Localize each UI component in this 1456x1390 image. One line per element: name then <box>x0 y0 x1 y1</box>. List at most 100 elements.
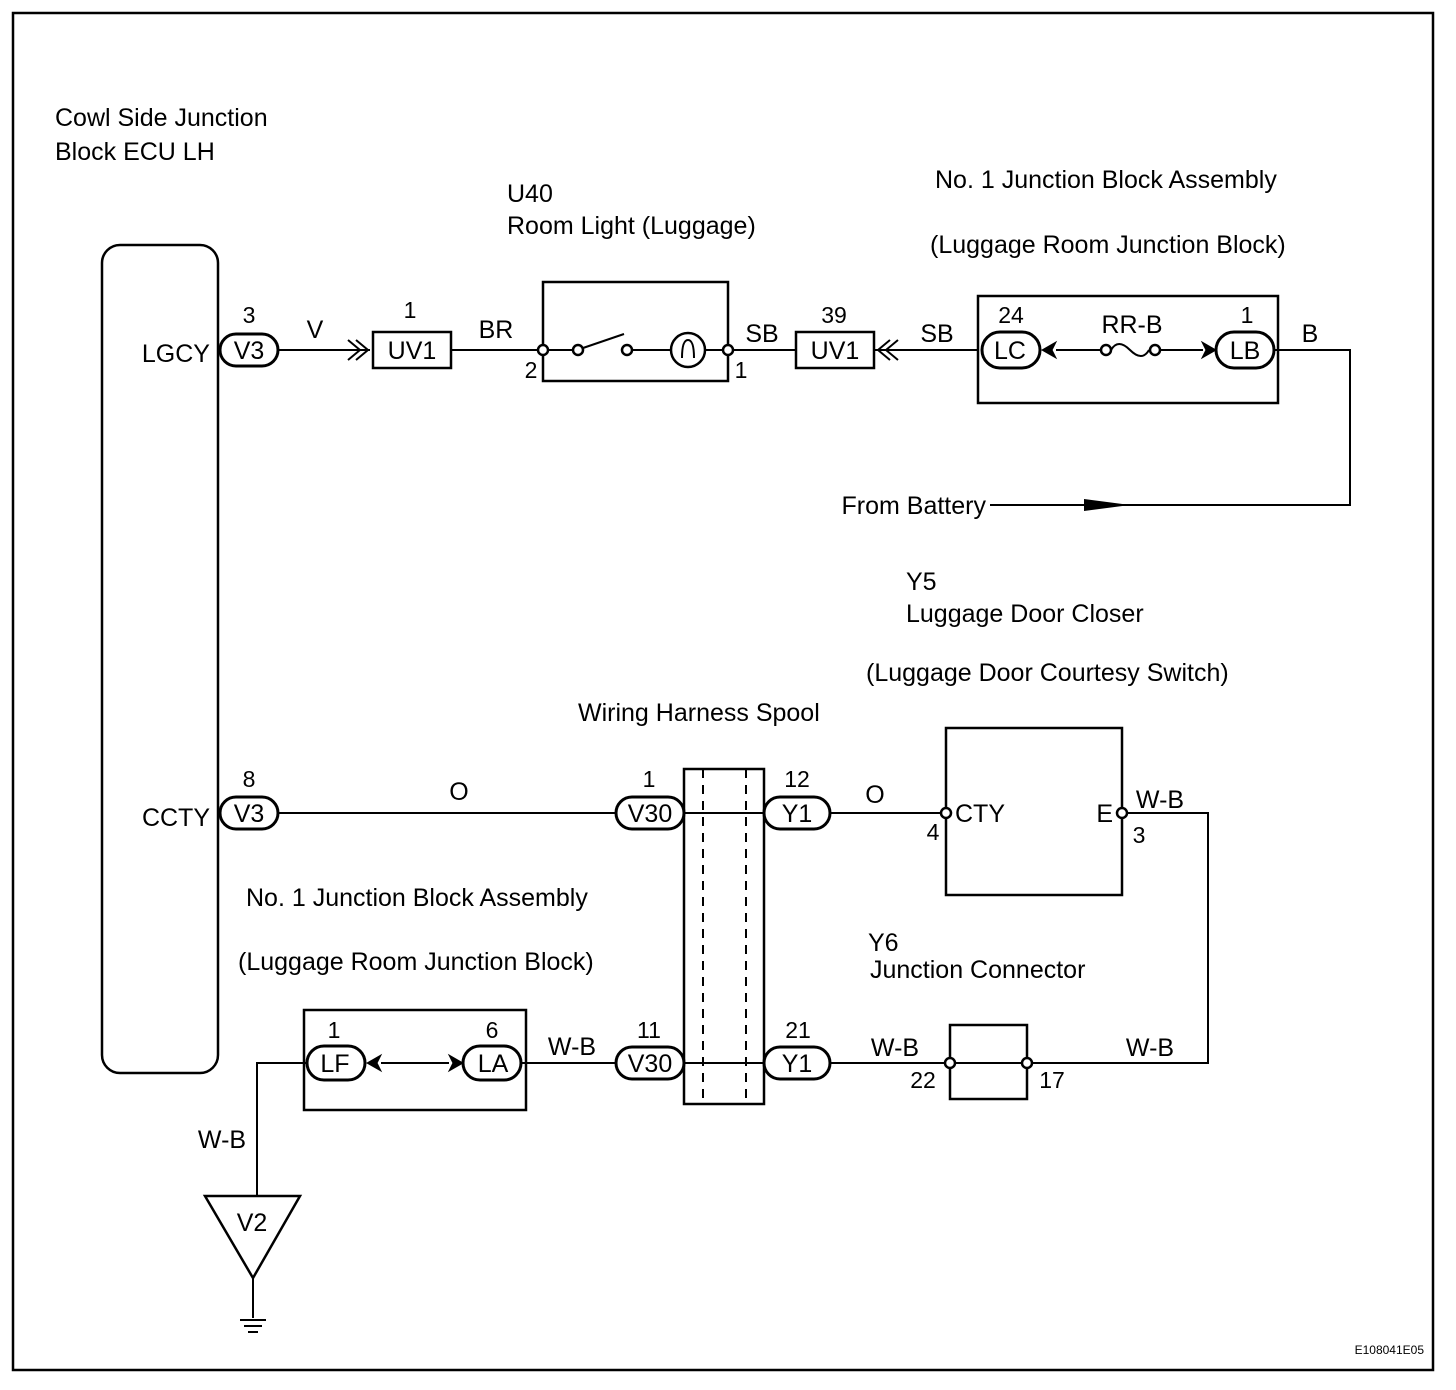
jb-upper-name-line2: (Luggage Room Junction Block) <box>930 231 1286 259</box>
door-closer-pin-cty: 4 <box>927 819 940 845</box>
junction-terminal-17 <box>1020 1056 1034 1070</box>
y1-top-label: Y1 <box>782 800 813 828</box>
ecu-body <box>100 243 220 1075</box>
room-light-terminal-1 <box>721 343 735 357</box>
uv1-right-pin: 39 <box>821 302 847 328</box>
door-closer-code: Y5 <box>906 568 937 596</box>
lamp-filament <box>681 338 695 359</box>
jb-la-label: LA <box>478 1050 509 1078</box>
jb-lf-label: LF <box>320 1050 349 1078</box>
door-closer-pin-e: 3 <box>1133 822 1146 848</box>
jb-lb-label: LB <box>1230 337 1261 365</box>
inline-connector-arrow-left <box>347 339 370 361</box>
fuse-terminal-left <box>1099 343 1113 357</box>
jb-lower-name-line1: No. 1 Junction Block Assembly <box>246 884 588 912</box>
uv1-right-label: UV1 <box>811 337 860 365</box>
spool-name: Wiring Harness Spool <box>578 699 820 727</box>
room-light-pin-right: 1 <box>735 357 748 383</box>
wire-wb-la-label: W-B <box>548 1033 596 1061</box>
junction-connector-name: Junction Connector <box>870 956 1085 984</box>
v3-bottom-label: V3 <box>234 800 265 828</box>
junction-connector-code: Y6 <box>868 929 899 957</box>
wire-wb-ground-label: W-B <box>198 1126 246 1154</box>
ecu-terminal-ccty: CCTY <box>142 804 210 832</box>
wire-sb-right-label: SB <box>920 320 953 348</box>
room-light-terminal-2 <box>536 343 550 357</box>
v30-top-pin: 1 <box>643 766 656 792</box>
wire-sb-left-label: SB <box>745 320 778 348</box>
spool-body <box>682 767 766 1106</box>
junction-pin-right: 17 <box>1039 1067 1065 1093</box>
door-closer-name: Luggage Door Closer <box>906 600 1144 628</box>
jb-lb-tab <box>1200 340 1218 360</box>
jb-upper-name-line1: No. 1 Junction Block Assembly <box>935 166 1277 194</box>
wire-wb-17-label: W-B <box>1126 1034 1174 1062</box>
door-closer-sub: (Luggage Door Courtesy Switch) <box>866 659 1229 687</box>
wire-br-label: BR <box>479 316 514 344</box>
wire-b-label: B <box>1302 320 1319 348</box>
battery-label: From Battery <box>842 492 987 520</box>
ecu-block: Cowl Side Junction Block ECU LH LGCY CCT… <box>55 104 268 1075</box>
room-light-name: Room Light (Luggage) <box>507 212 756 240</box>
wire-v-label: V <box>307 316 324 344</box>
door-closer-e-label: E <box>1096 800 1113 828</box>
fuse-terminal-right <box>1148 343 1162 357</box>
uv1-left-label: UV1 <box>388 337 437 365</box>
v30-bottom-connector <box>614 1045 686 1081</box>
lower-circuit: Y5 Luggage Door Closer (Luggage Door Cou… <box>198 568 1229 1333</box>
switch-contact-left <box>571 343 585 357</box>
room-light-pin-left: 2 <box>525 357 538 383</box>
v30-bottom-label: V30 <box>628 1050 672 1078</box>
wire-wb-ground <box>256 1062 307 1196</box>
y1-bottom-pin: 21 <box>785 1017 811 1043</box>
jb-lb-pin: 1 <box>1241 302 1254 328</box>
v30-top-connector <box>614 795 686 831</box>
ecu-name-line1: Cowl Side Junction <box>55 104 268 132</box>
jb-la-pin: 6 <box>486 1017 499 1043</box>
jb-lf-tab <box>365 1053 383 1073</box>
fuse-icon <box>1110 343 1150 357</box>
v3-bottom-pin: 8 <box>243 766 256 792</box>
ground-connector-v2 <box>202 1194 303 1281</box>
junction-pin-left: 22 <box>910 1067 936 1093</box>
v3-top-label: V3 <box>234 337 265 365</box>
door-closer-body <box>944 726 1124 897</box>
y1-bottom-label: Y1 <box>782 1050 813 1078</box>
uv1-left-pin: 1 <box>404 297 417 323</box>
y1-top-pin: 12 <box>784 766 810 792</box>
room-light-body <box>541 280 730 383</box>
battery-arrow-icon <box>1084 499 1130 511</box>
switch-contact-right <box>620 343 634 357</box>
wire-o-right-label: O <box>865 781 884 809</box>
room-light-code: U40 <box>507 180 553 208</box>
v30-top-label: V30 <box>628 800 672 828</box>
jb-lf-pin: 1 <box>328 1017 341 1043</box>
wire-wb-y5-label: W-B <box>1136 786 1184 814</box>
wire-wb-y1-label: W-B <box>871 1034 919 1062</box>
wire-b <box>990 349 1351 506</box>
jb-lc-connector <box>980 330 1042 370</box>
jb-la-tab <box>447 1053 465 1073</box>
upper-circuit: 3 V3 V 1 UV1 BR U40 Room Light (Luggage)… <box>218 166 1351 520</box>
uv1-left-connector <box>371 330 453 370</box>
lamp-icon <box>669 331 707 369</box>
door-closer-cty-label: CTY <box>955 800 1005 828</box>
wire-wb-return <box>1031 812 1209 1064</box>
switch-blade <box>582 333 625 349</box>
door-closer-terminal-cty <box>939 806 953 820</box>
ecu-terminal-lgcy: LGCY <box>142 340 210 368</box>
uv1-right-connector <box>794 330 876 370</box>
jb-lower-name-line2: (Luggage Room Junction Block) <box>238 948 594 976</box>
ecu-name-line2: Block ECU LH <box>55 138 215 166</box>
jb-lc-label: LC <box>994 337 1026 365</box>
wire-o-left-label: O <box>449 778 468 806</box>
diagram-id: E108041E05 <box>1355 1343 1425 1357</box>
door-closer-terminal-e <box>1115 806 1129 820</box>
jb-lc-pin: 24 <box>998 302 1024 328</box>
diagram-frame <box>11 11 1435 1372</box>
v30-bottom-pin: 11 <box>637 1017 661 1043</box>
fuse-label: RR-B <box>1101 311 1162 339</box>
junction-terminal-22 <box>943 1056 957 1070</box>
ground-connector-label: V2 <box>237 1209 268 1237</box>
